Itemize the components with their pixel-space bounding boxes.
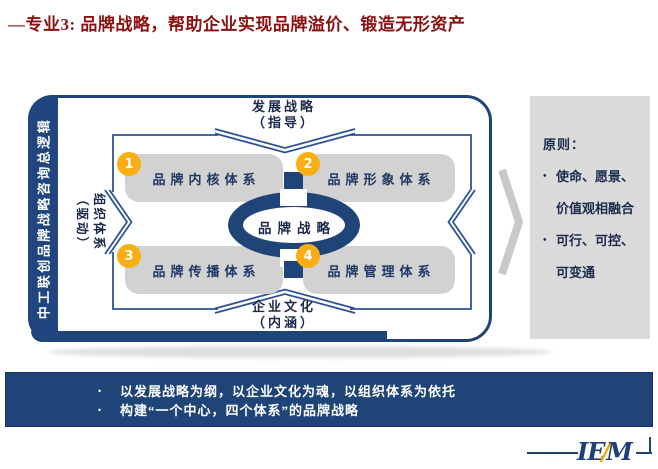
principles-heading: 原则： — [543, 137, 586, 152]
iem-logo: IE/M — [577, 437, 633, 466]
principle-item: • 使命、愿景、 — [543, 169, 640, 185]
system-box-label: 品牌内核体系 — [152, 171, 261, 187]
iem-logo-left: IE — [577, 437, 606, 466]
organization-system-line1: 组织体系 — [92, 192, 106, 251]
summary-bullet: • 构建“一个中心，四个体系”的品牌战略 — [98, 401, 652, 420]
logo-rule-right — [636, 452, 652, 454]
panel-shadow — [48, 346, 553, 358]
principles-panel: 原则： • 使命、愿景、 价值观相融合 • 可行、可控、 可变通 — [530, 96, 650, 339]
connector-square-bottom — [284, 261, 303, 278]
development-strategy-line2: （指导） — [251, 115, 316, 130]
organization-system-line2: （驱动） — [75, 192, 89, 251]
system-box-brand-image: 品牌形象体系 — [303, 154, 455, 202]
bullet-icon: • — [98, 405, 103, 415]
system-box-label: 品牌传播体系 — [152, 263, 261, 279]
bullet-icon: • — [543, 171, 547, 182]
panel-bottom-edge — [31, 331, 387, 342]
summary-bullet: • 以发展战略为纲，以企业文化为魂，以组织体系为依托 — [98, 382, 652, 401]
logo-rule-left — [527, 452, 578, 454]
iem-logo-right: M — [606, 437, 633, 466]
logo-rule-tick — [649, 437, 651, 454]
principle-item: • 可行、可控、 — [543, 233, 640, 249]
number-badge-2: 2 — [296, 152, 320, 176]
summary-text: 以发展战略为纲，以企业文化为魂，以组织体系为依托 — [120, 384, 457, 399]
brand-strategy-label: 品牌战略 — [258, 221, 336, 236]
bullet-icon: • — [543, 235, 547, 246]
system-box-label: 品牌管理体系 — [327, 263, 436, 279]
system-box-brand-core: 品牌内核体系 — [125, 154, 283, 202]
corporate-culture-line2: （内涵） — [251, 315, 316, 330]
system-box-label: 品牌形象体系 — [327, 171, 436, 187]
development-strategy-line1: 发展战略 — [251, 99, 316, 114]
principle-text: 使命、愿景、 — [556, 169, 635, 184]
summary-text: 构建“一个中心，四个体系”的品牌战略 — [120, 403, 360, 418]
number-badge-1: 1 — [117, 152, 141, 176]
corporate-culture-label: 企业文化 （内涵） — [214, 299, 354, 331]
bullet-icon: • — [98, 386, 103, 396]
summary-bar: • 以发展战略为纲，以企业文化为魂，以组织体系为依托 • 构建“一个中心，四个体… — [5, 372, 653, 427]
brand-logic-sidebar: 中工联创品牌战略咨询总逻辑 — [28, 95, 58, 342]
development-strategy-label: 发展战略 （指导） — [214, 99, 354, 131]
number-badge-4: 4 — [296, 244, 320, 268]
connector-square-top — [284, 172, 303, 189]
ring-mask-top — [280, 189, 307, 206]
principle-text: 可行、可控、 — [556, 233, 635, 248]
principle-text-cont: 价值观相融合 — [556, 201, 635, 216]
number-badge-3: 3 — [117, 244, 141, 268]
iem-logo-slash: / — [601, 437, 611, 466]
corporate-culture-line1: 企业文化 — [251, 299, 316, 314]
page-title: —专业3: 品牌战略，帮助企业实现品牌溢价、锻造无形资产 — [8, 15, 466, 34]
arrow-right-icon — [498, 168, 524, 276]
principle-text-cont: 可变通 — [556, 265, 596, 280]
